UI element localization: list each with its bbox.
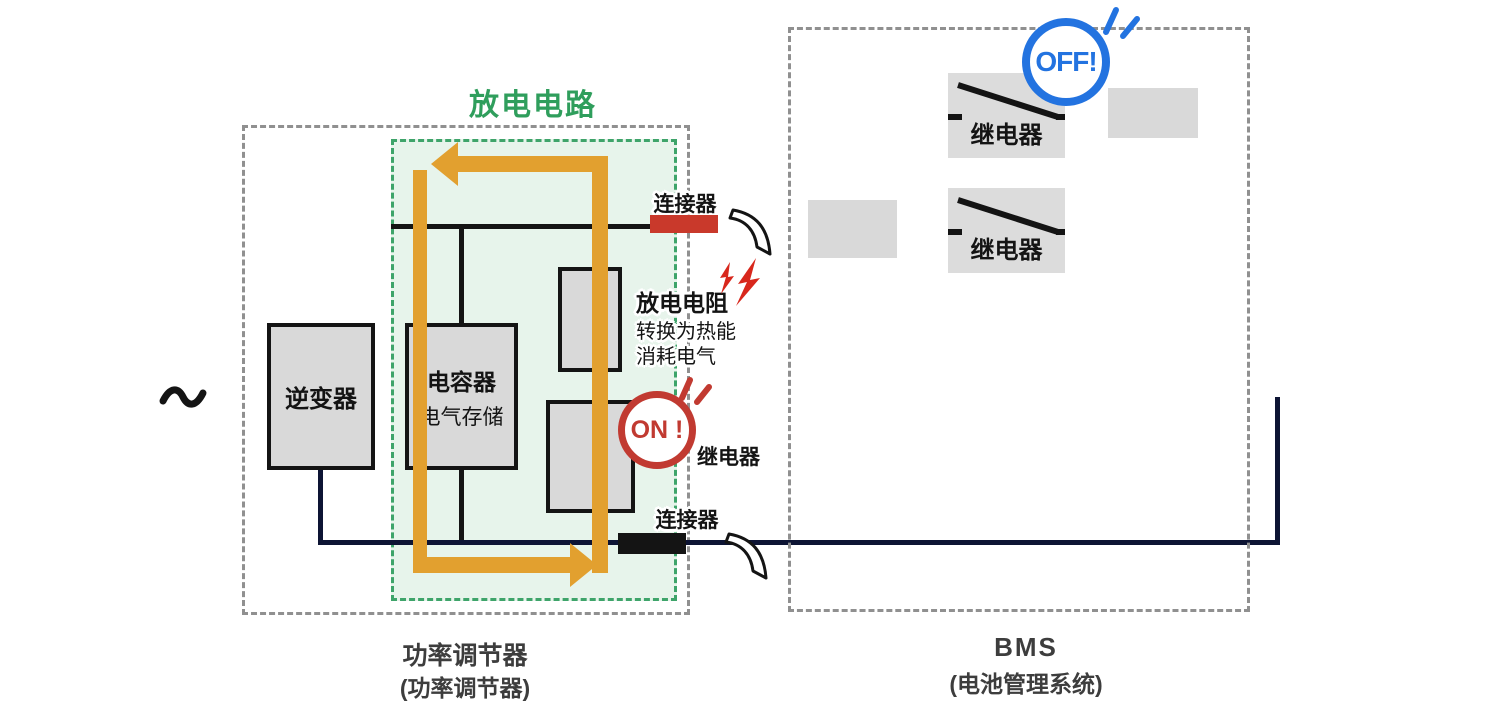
bms-relay1-label: 继电器 <box>970 122 1043 149</box>
flow-bottom-bar <box>413 557 570 573</box>
off-badge-label: OFF! <box>1035 46 1097 77</box>
bms-relay2-label: 继电器 <box>970 237 1043 264</box>
bms-box <box>788 27 1250 612</box>
power-conditioner-caption-line2: (功率调节器) <box>399 675 531 701</box>
discharge-circuit-title: 放电电路 <box>469 89 597 122</box>
on-badge-label: ON ! <box>630 415 684 444</box>
on-emphasis-icon <box>679 377 712 405</box>
flow-left-strip <box>413 170 427 573</box>
wire-top-bus <box>391 224 650 229</box>
circuit-relay-label: 继电器 <box>697 446 760 469</box>
connector-bottom-bar <box>618 533 686 554</box>
capacitor-box: 电容器 电气存储 <box>405 323 518 470</box>
flow-top-bar <box>455 156 608 172</box>
off-badge: OFF! <box>1022 18 1110 106</box>
connector-top-bar <box>650 215 718 233</box>
inverter-label: 逆变器 <box>285 386 357 413</box>
bms-block-left <box>808 200 897 258</box>
bms-block-right <box>1108 88 1198 138</box>
bms-relay2-box: 继电器 <box>948 188 1065 273</box>
bms-caption-line2: (电池管理系统) <box>949 671 1103 697</box>
unplug-arrow-bottom-icon <box>724 532 768 580</box>
bms-caption-line1: BMS <box>994 632 1058 662</box>
discharge-resistor-desc2: 消耗电气 <box>636 346 716 368</box>
flow-arrowhead-left <box>431 142 458 186</box>
connector-bottom-label: 连接器 <box>655 509 719 532</box>
power-conditioner-caption-line1: 功率调节器 <box>402 642 528 670</box>
on-badge: ON ! <box>618 391 696 469</box>
flow-arrowhead-right <box>570 543 597 587</box>
heat-lightning-icon <box>720 258 760 306</box>
off-emphasis-icon <box>1103 7 1140 39</box>
capacitor-label: 电容器 <box>427 368 496 395</box>
discharge-resistor-box <box>558 267 622 372</box>
power-conditioner-box <box>242 125 690 615</box>
discharge-resistor-title: 放电电阻 <box>636 290 728 316</box>
open-switch-icon <box>948 197 1065 235</box>
ac-sine-icon <box>159 386 207 408</box>
ac-source <box>147 361 219 433</box>
inverter-box: 逆变器 <box>267 323 375 470</box>
discharge-resistor-desc1: 转换为热能 <box>636 321 736 343</box>
capacitor-sublabel: 电气存储 <box>419 405 504 429</box>
unplug-arrow-top-icon <box>728 208 772 256</box>
flow-right-strip <box>592 156 608 573</box>
wire-inverter-down <box>318 470 323 545</box>
wire-capacitor-to-bottom <box>459 470 464 543</box>
open-switch-icon <box>948 82 1065 120</box>
wire-bottom-run <box>318 540 1280 545</box>
connector-top-label: 连接器 <box>653 193 717 216</box>
wire-bus-to-capacitor <box>459 224 464 323</box>
wire-bms-right-up <box>1275 397 1280 545</box>
